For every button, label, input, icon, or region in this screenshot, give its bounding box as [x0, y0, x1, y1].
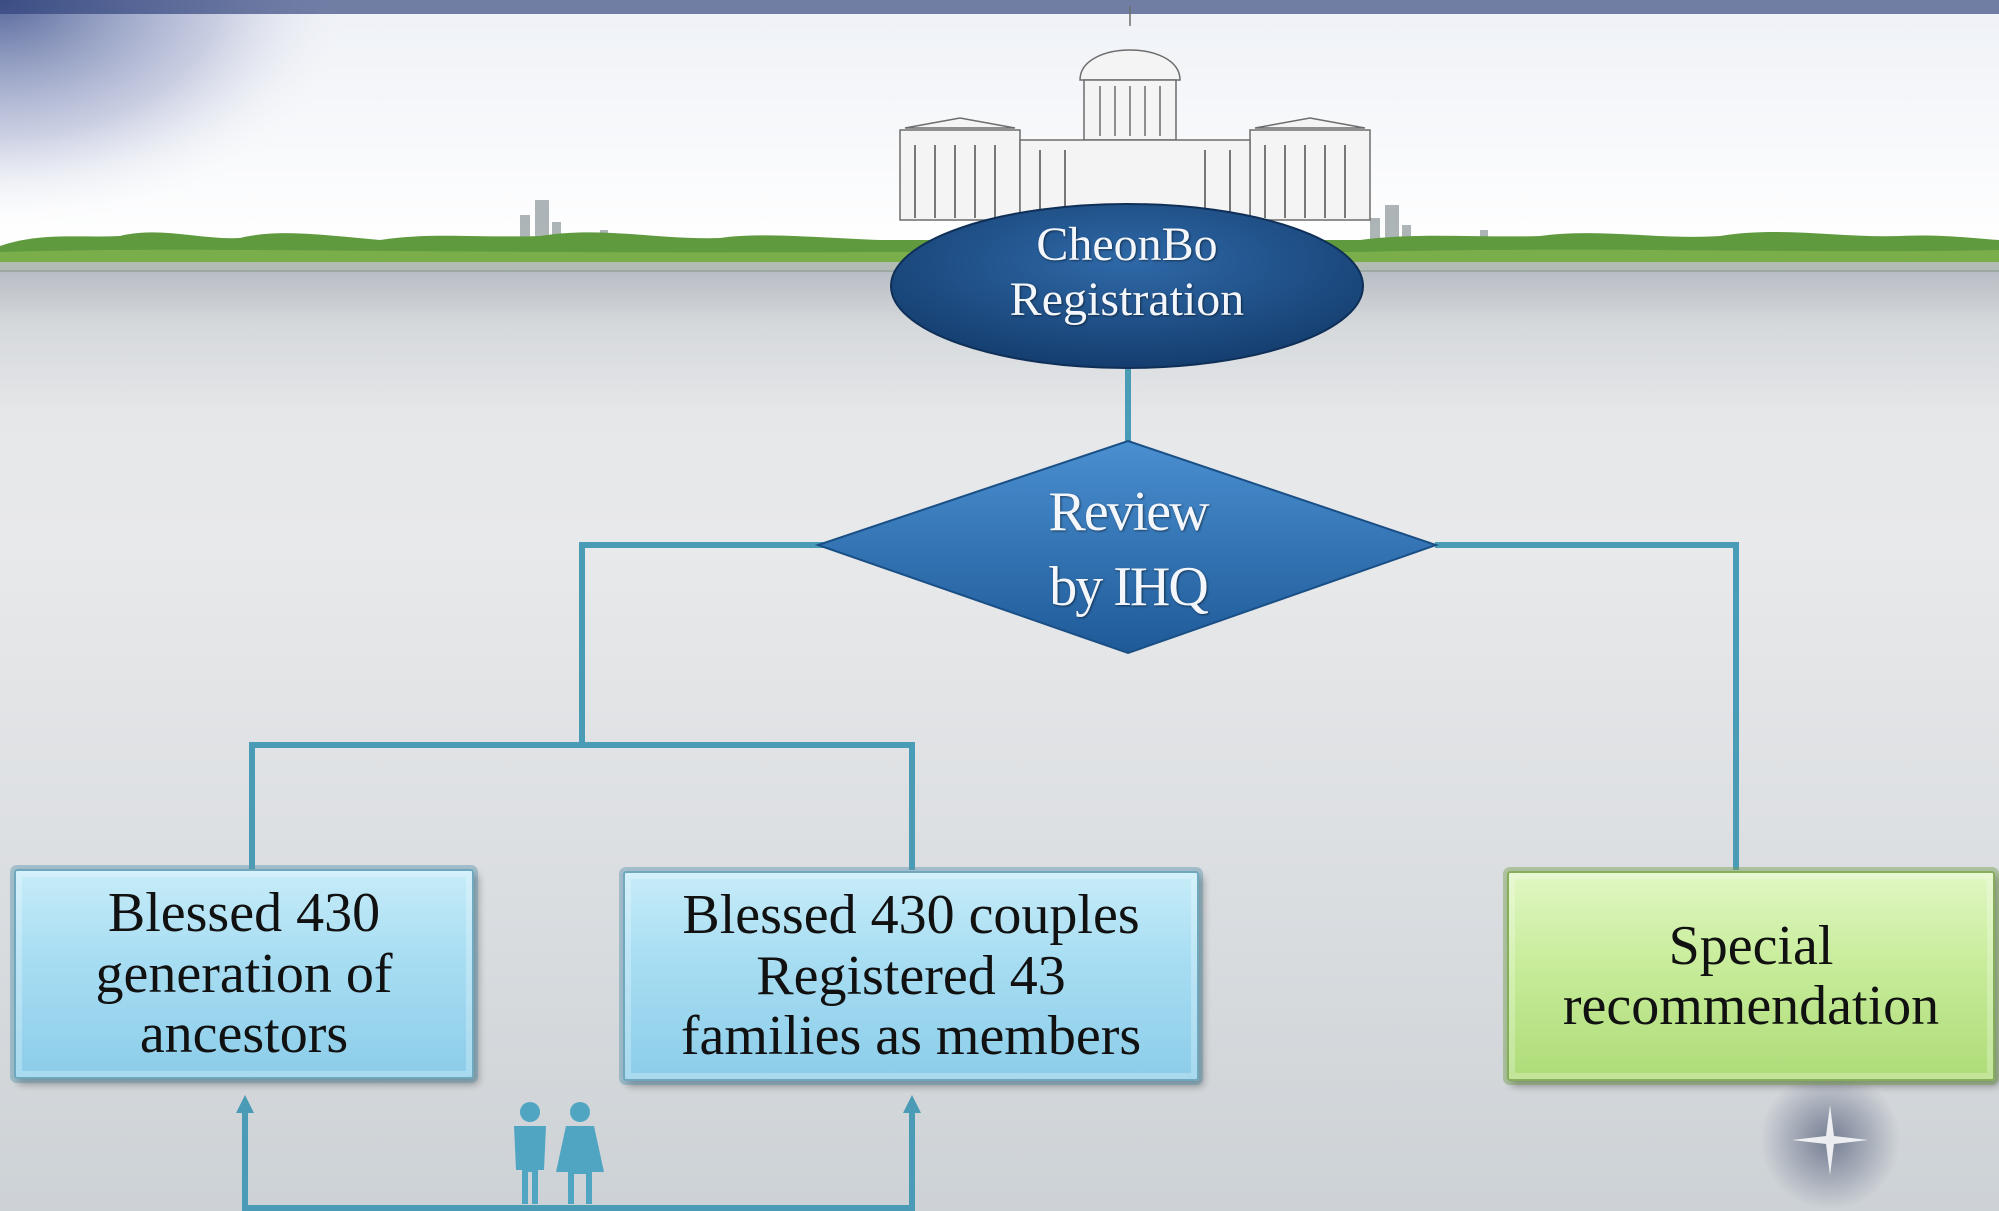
ancestors-line-1: Blessed 430	[107, 882, 381, 945]
ancestors-box: Blessed 430 generation of ancestors	[14, 869, 474, 1079]
ancestors-line-2: generation of	[95, 942, 393, 1005]
connector-review-left	[579, 542, 830, 745]
connector-bottom-link	[242, 1105, 915, 1211]
start-node-label: CheonBo Registration	[947, 218, 1307, 327]
decision-node-line-1: Review	[1048, 481, 1209, 543]
couples-line-2: Registered 43	[756, 944, 1066, 1007]
decision-node-line-2: by IHQ	[1049, 556, 1209, 619]
decision-diamond	[814, 439, 1440, 655]
arrowhead-ancestors	[236, 1095, 254, 1113]
special-recommendation-box: Special recommendation	[1507, 871, 1995, 1081]
start-node-line-1: CheonBo	[1036, 218, 1218, 271]
start-ellipse	[890, 203, 1364, 369]
cropped-title-strip	[0, 0, 1999, 14]
star-glint	[1792, 1105, 1868, 1175]
capitol-building-icon	[899, 6, 1371, 221]
couples-line-3: families as members	[680, 1005, 1142, 1068]
decision-node-label: Review by IHQ	[988, 475, 1268, 625]
couple-icon	[514, 1102, 604, 1204]
connector-lines	[242, 365, 1739, 1211]
couples-line-1: Blessed 430 couples	[682, 884, 1140, 947]
couples-box: Blessed 430 couples Registered 43 famili…	[623, 871, 1199, 1081]
connector-review-right	[1435, 542, 1739, 870]
ancestors-line-3: ancestors	[139, 1003, 349, 1066]
start-node-line-2: Registration	[1009, 272, 1245, 326]
arrowhead-couples	[903, 1095, 921, 1113]
special-line-1: Special	[1668, 914, 1834, 977]
top-left-sparkle	[0, 0, 360, 230]
special-line-2: recommendation	[1562, 975, 1940, 1037]
connector-branch-split	[249, 742, 915, 870]
